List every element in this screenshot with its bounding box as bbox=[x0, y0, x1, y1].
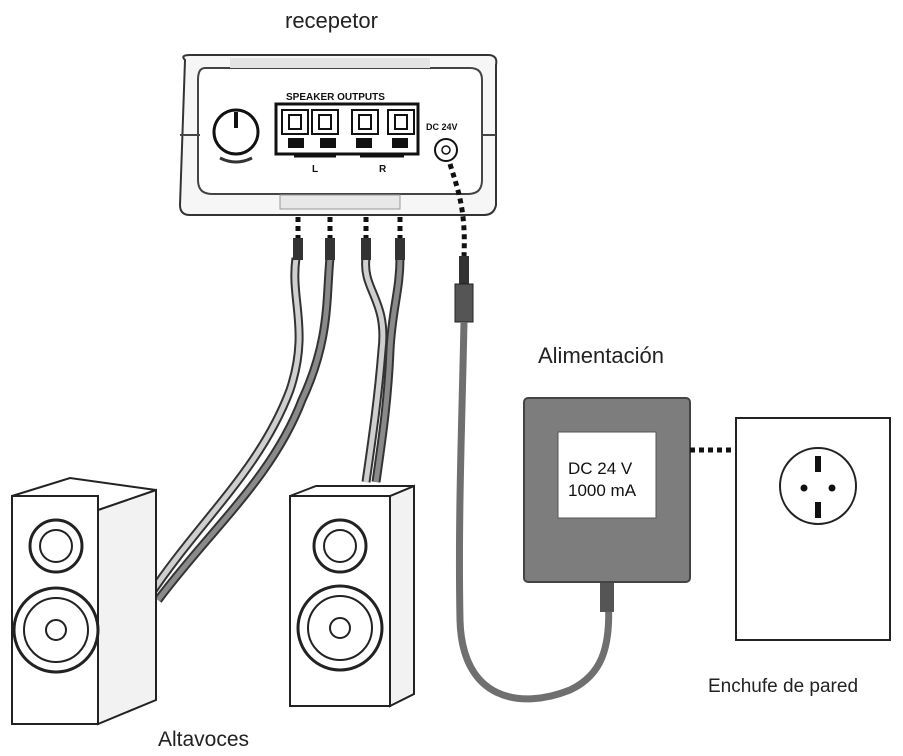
left-speaker bbox=[11, 476, 157, 726]
speakers-label: Altavoces bbox=[158, 728, 250, 751]
receiver-label: recepetor bbox=[285, 8, 378, 33]
speaker-outputs-label: SPEAKER OUTPUTS bbox=[286, 92, 385, 103]
wall-outlet bbox=[735, 417, 891, 641]
left-speaker-cable bbox=[146, 257, 335, 603]
adapter-current: 1000 mA bbox=[568, 481, 637, 500]
wall-outlet-label: Enchufe de pared bbox=[708, 676, 859, 697]
right-speaker-cable bbox=[361, 257, 405, 483]
adapter-voltage: DC 24 V bbox=[568, 459, 633, 478]
power-supply-label: Alimentación bbox=[538, 343, 664, 368]
power-adapter: DC 24 V 1000 mA bbox=[523, 397, 691, 583]
dc-power-jack bbox=[434, 138, 458, 162]
left-channel-label: L bbox=[312, 164, 318, 175]
dc-input-label: DC 24V bbox=[426, 122, 458, 132]
right-speaker bbox=[289, 484, 415, 708]
volume-knob bbox=[212, 108, 260, 164]
receiver-device: SPEAKER OUTPUTS DC 24V L R bbox=[178, 54, 498, 216]
right-channel-label: R bbox=[379, 164, 387, 175]
speaker-wire-plugs bbox=[293, 238, 405, 260]
speaker-outputs-terminal bbox=[274, 102, 420, 158]
dc-power-cable bbox=[447, 163, 614, 703]
